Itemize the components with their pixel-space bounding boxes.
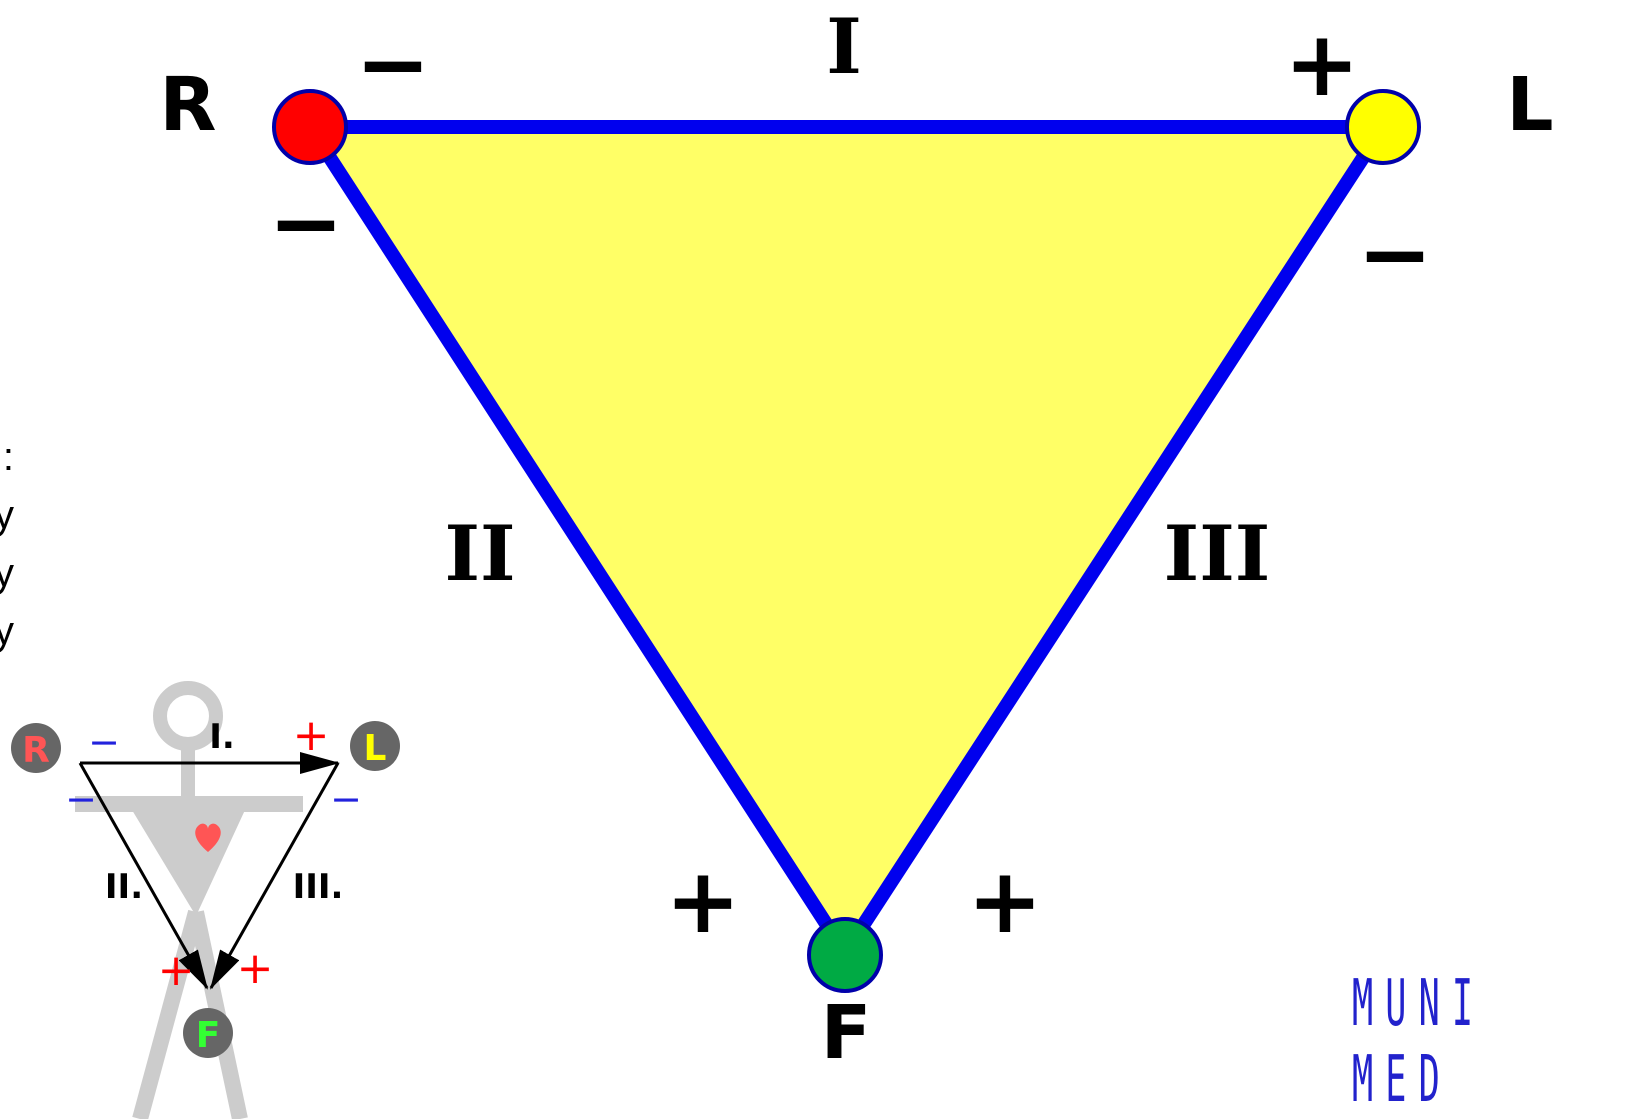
electrode-r-label: R	[160, 62, 217, 148]
figure-electrode-l-label: L	[364, 728, 387, 769]
figure-lead-2-plus: +	[158, 945, 195, 996]
lead-3-plus-sign: +	[967, 849, 1042, 954]
figure-lead-3-plus: +	[237, 943, 274, 994]
lead-1-minus-sign: −	[355, 12, 430, 117]
figure-lead-1-plus: +	[293, 710, 330, 761]
electrode-r-dot	[274, 91, 346, 163]
figure-lead-1-minus: −	[88, 720, 120, 764]
figure-lead-2-label: II.	[105, 867, 143, 907]
figure-torso	[132, 810, 245, 916]
lead-2-plus-sign: +	[665, 849, 740, 954]
lead-2-label: II	[444, 509, 515, 598]
lead-2-minus-sign: −	[268, 171, 343, 276]
logo-line-2: MED	[1352, 1048, 1515, 1112]
figure-lead-3-minus: −	[330, 777, 362, 821]
left-text-line: y	[0, 486, 14, 544]
figure-left-leg	[140, 912, 196, 1119]
body-figure: R L F I. II. III. − + − − + +	[11, 688, 400, 1119]
lead-3-minus-sign: −	[1357, 202, 1432, 307]
muni-med-logo: MUNI MED	[1352, 972, 1649, 1119]
figure-head	[160, 688, 216, 744]
lead-3-label: III	[1164, 509, 1271, 598]
electrode-f-label: F	[821, 990, 872, 1076]
figure-lead-3-label: III.	[293, 867, 344, 907]
figure-electrode-f-label: F	[196, 1015, 221, 1056]
electrode-f-dot	[809, 919, 881, 991]
left-text-line: y	[0, 544, 14, 602]
left-text-line: :	[0, 428, 14, 486]
electrode-l-label: L	[1506, 62, 1553, 148]
figure-neck	[181, 744, 195, 800]
figure-electrode-r-label: R	[22, 730, 50, 771]
figure-lead-2-minus: −	[65, 777, 97, 821]
logo-line-1: MUNI	[1352, 972, 1515, 1036]
left-cropped-text: : y y y	[0, 428, 14, 660]
lead-1-label: I	[826, 2, 862, 91]
left-text-line: y	[0, 602, 14, 660]
figure-arms	[75, 796, 303, 812]
figure-lead-1-label: I.	[209, 717, 235, 757]
lead-1-plus-sign: +	[1284, 12, 1359, 117]
